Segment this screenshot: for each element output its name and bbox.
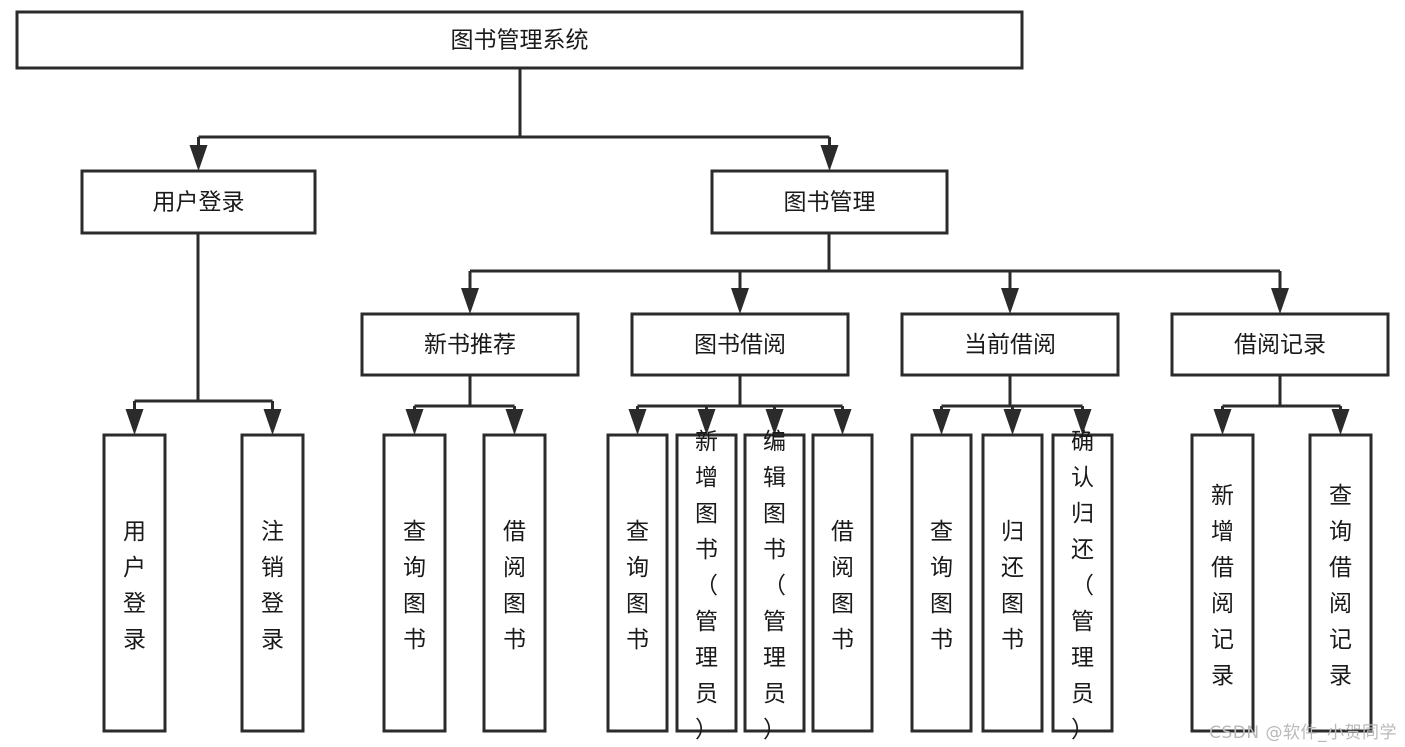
node-box[interactable] xyxy=(811,433,874,733)
node-leaf-user-logout[interactable]: 注销登录 xyxy=(240,433,305,733)
node-box[interactable] xyxy=(382,433,447,733)
arrow-head-icon xyxy=(731,288,749,314)
node-leaf-borrow-edit[interactable]: 编辑图书（管理员） xyxy=(743,429,806,743)
connector-group-borrow-record xyxy=(1213,375,1350,435)
node-label: 归还图书 xyxy=(1001,519,1024,653)
node-layer: 图书管理系统用户登录图书管理新书推荐图书借阅当前借阅借阅记录用户登录注销登录查询… xyxy=(15,10,1390,743)
node-label: 用户登录 xyxy=(123,519,146,653)
node-label: 图书管理 xyxy=(784,190,876,216)
node-current-borrow[interactable]: 当前借阅 xyxy=(900,312,1120,377)
node-leaf-borrow-borrow[interactable]: 借阅图书 xyxy=(811,433,874,733)
arrow-head-icon xyxy=(628,409,647,435)
arrow-head-icon xyxy=(1213,409,1232,435)
arrow-head-icon xyxy=(820,145,839,171)
node-label: 借阅记录 xyxy=(1234,332,1326,358)
node-box[interactable] xyxy=(102,433,167,733)
node-box[interactable] xyxy=(1170,312,1390,377)
node-user-login[interactable]: 用户登录 xyxy=(80,169,317,235)
node-leaf-user-login[interactable]: 用户登录 xyxy=(102,433,167,733)
node-label: 注销登录 xyxy=(261,519,284,653)
node-label: 查询借阅记录 xyxy=(1329,483,1352,689)
arrow-head-icon xyxy=(833,409,852,435)
node-label: 编辑图书（管理员） xyxy=(763,429,786,743)
node-box[interactable] xyxy=(900,312,1120,377)
arrow-head-icon xyxy=(125,409,144,435)
connector-group-current-borrow xyxy=(932,375,1092,435)
connector-group-book-borrow xyxy=(628,375,852,435)
node-book-manage[interactable]: 图书管理 xyxy=(710,169,949,235)
node-label: 查询图书 xyxy=(626,519,649,653)
node-root[interactable]: 图书管理系统 xyxy=(15,10,1024,70)
arrow-head-icon xyxy=(405,409,424,435)
node-box[interactable] xyxy=(240,433,305,733)
node-new-book-rec[interactable]: 新书推荐 xyxy=(360,312,580,377)
node-leaf-rec-query2[interactable]: 查询借阅记录 xyxy=(1308,433,1373,733)
node-label: 新书推荐 xyxy=(424,332,516,358)
node-label: 借阅图书 xyxy=(831,519,854,653)
arrow-head-icon xyxy=(461,288,479,314)
arrow-head-icon xyxy=(505,409,524,435)
arrow-head-icon xyxy=(765,409,784,435)
node-leaf-borrow-add[interactable]: 新增图书（管理员） xyxy=(675,429,738,743)
arrow-head-icon xyxy=(189,145,208,171)
node-leaf-rec-borrow[interactable]: 借阅图书 xyxy=(482,433,547,733)
node-box[interactable] xyxy=(1190,433,1255,733)
node-box[interactable] xyxy=(743,433,806,733)
node-box[interactable] xyxy=(981,433,1044,733)
connector-group-book-manage xyxy=(461,233,1289,314)
node-box[interactable] xyxy=(80,169,317,235)
node-label: 用户登录 xyxy=(153,190,245,216)
node-box[interactable] xyxy=(360,312,580,377)
node-label: 新增图书（管理员） xyxy=(695,429,718,743)
node-label: 图书管理系统 xyxy=(451,28,589,54)
node-box[interactable] xyxy=(482,433,547,733)
node-box[interactable] xyxy=(630,312,850,377)
arrow-head-icon xyxy=(1331,409,1350,435)
node-box[interactable] xyxy=(1308,433,1373,733)
node-leaf-rec-add[interactable]: 新增借阅记录 xyxy=(1190,433,1255,733)
node-box[interactable] xyxy=(606,433,669,733)
node-box[interactable] xyxy=(910,433,973,733)
connector-group-user-login xyxy=(125,233,282,435)
node-label: 查询图书 xyxy=(930,519,953,653)
node-label: 确认归还（管理员） xyxy=(1071,429,1094,743)
node-box[interactable] xyxy=(1051,433,1114,733)
node-box[interactable] xyxy=(675,433,738,733)
arrow-head-icon xyxy=(697,409,716,435)
node-leaf-borrow-query[interactable]: 查询图书 xyxy=(606,433,669,733)
node-label: 新增借阅记录 xyxy=(1211,483,1234,689)
node-box[interactable] xyxy=(15,10,1024,70)
arrow-head-icon xyxy=(1001,288,1019,314)
node-book-borrow[interactable]: 图书借阅 xyxy=(630,312,850,377)
node-label: 查询图书 xyxy=(403,519,426,653)
arrow-head-icon xyxy=(1271,288,1289,314)
connector-group-root xyxy=(189,68,839,171)
node-label: 图书借阅 xyxy=(694,332,786,358)
node-borrow-record[interactable]: 借阅记录 xyxy=(1170,312,1390,377)
arrow-head-icon xyxy=(1003,409,1022,435)
node-box[interactable] xyxy=(710,169,949,235)
arrow-head-icon xyxy=(932,409,951,435)
node-leaf-cur-confirm[interactable]: 确认归还（管理员） xyxy=(1051,429,1114,743)
node-leaf-rec-query[interactable]: 查询图书 xyxy=(382,433,447,733)
node-leaf-cur-return[interactable]: 归还图书 xyxy=(981,433,1044,733)
watermark: CSDN @软件_小贺同学 xyxy=(1209,723,1397,743)
node-leaf-cur-query[interactable]: 查询图书 xyxy=(910,433,973,733)
node-label: 当前借阅 xyxy=(964,332,1056,358)
connector-layer xyxy=(125,68,1350,435)
arrow-head-icon xyxy=(1073,409,1092,435)
arrow-head-icon xyxy=(263,409,282,435)
node-label: 借阅图书 xyxy=(503,519,526,653)
connector-group-new-book-rec xyxy=(405,375,524,435)
